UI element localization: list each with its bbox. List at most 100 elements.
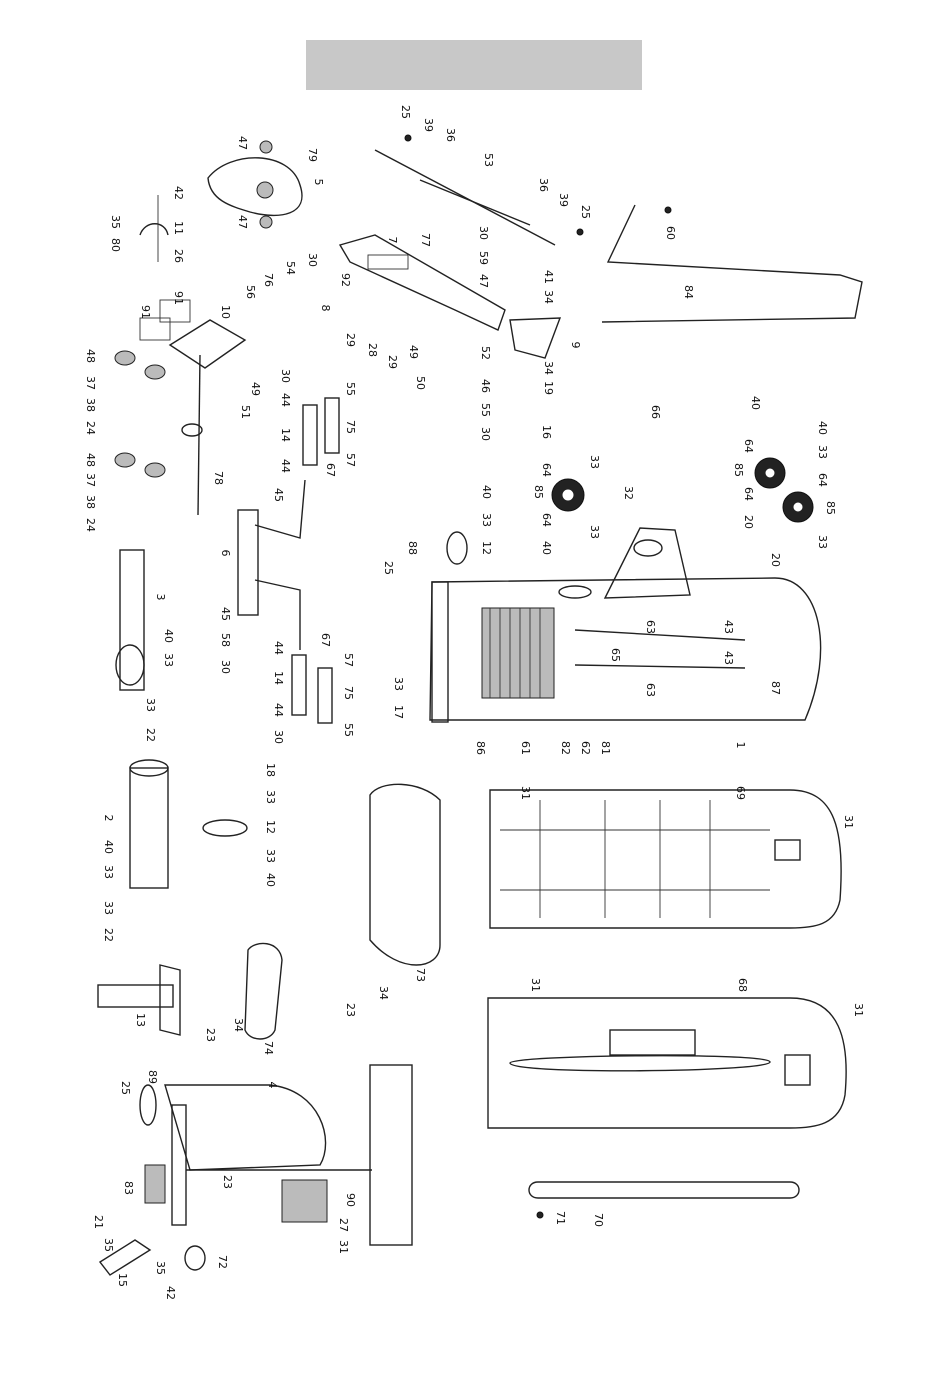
- callout-33: 33: [264, 849, 277, 863]
- callout-31: 31: [842, 815, 855, 829]
- callout-87: 87: [769, 681, 782, 695]
- callout-77: 77: [419, 233, 432, 247]
- callout-8: 8: [319, 305, 332, 312]
- callout-40: 40: [102, 840, 115, 854]
- callout-18: 18: [264, 763, 277, 777]
- back-pad-74: [244, 942, 283, 1040]
- callout-25: 25: [579, 205, 592, 219]
- callout-78: 78: [212, 471, 225, 485]
- callout-27: 27: [337, 1218, 350, 1232]
- callout-42: 42: [172, 186, 185, 200]
- callout-57: 57: [344, 453, 357, 467]
- callout-35: 35: [102, 1238, 115, 1252]
- callout-33: 33: [480, 513, 493, 527]
- callout-45: 45: [219, 607, 232, 621]
- shroud-69: [489, 789, 842, 929]
- callout-75: 75: [344, 420, 357, 434]
- callout-29: 29: [386, 355, 399, 369]
- callout-13: 13: [134, 1013, 147, 1027]
- callout-35: 35: [109, 215, 122, 229]
- callout-24: 24: [84, 518, 97, 532]
- callout-37: 37: [84, 473, 97, 487]
- callout-20: 20: [742, 515, 755, 529]
- pulley-85-c: [782, 491, 814, 523]
- callout-88: 88: [406, 541, 419, 555]
- callout-41: 41: [542, 270, 555, 284]
- callout-12: 12: [264, 820, 277, 834]
- callout-64: 64: [816, 473, 829, 487]
- callout-47: 47: [236, 136, 249, 150]
- callout-74: 74: [262, 1041, 275, 1055]
- callout-55: 55: [342, 723, 355, 737]
- callout-40: 40: [816, 421, 829, 435]
- callout-48: 48: [84, 349, 97, 363]
- callout-23: 23: [221, 1175, 234, 1189]
- cable-84: [601, 204, 863, 323]
- shaft-14-lower: [291, 654, 333, 724]
- callout-34: 34: [232, 1018, 245, 1032]
- callout-30: 30: [279, 369, 292, 383]
- seat-pad-73: [369, 783, 441, 966]
- callout-53: 53: [482, 153, 495, 167]
- callout-67: 67: [319, 633, 332, 647]
- callout-58: 58: [219, 633, 232, 647]
- callout-71: 71: [554, 1211, 567, 1225]
- shaft-14-upper: [302, 397, 340, 466]
- callout-68: 68: [736, 978, 749, 992]
- callout-86: 86: [474, 741, 487, 755]
- callout-49: 49: [407, 345, 420, 359]
- callout-64: 64: [540, 513, 553, 527]
- callout-52: 52: [479, 346, 492, 360]
- callout-36: 36: [537, 178, 550, 192]
- callout-24: 24: [84, 421, 97, 435]
- callout-43: 43: [722, 620, 735, 634]
- callout-3: 3: [154, 594, 167, 601]
- callout-28: 28: [366, 343, 379, 357]
- pulley-85-b: [754, 457, 786, 489]
- callout-31: 31: [529, 978, 542, 992]
- callout-50: 50: [414, 376, 427, 390]
- callout-81: 81: [599, 741, 612, 755]
- grip-83: [144, 1164, 166, 1204]
- callout-14: 14: [272, 671, 285, 685]
- callout-14: 14: [279, 428, 292, 442]
- callout-64: 64: [742, 487, 755, 501]
- callout-15: 15: [116, 1273, 129, 1287]
- callout-22: 22: [102, 928, 115, 942]
- callout-31: 31: [337, 1240, 350, 1254]
- roller-group-48: [114, 350, 166, 478]
- callout-69: 69: [734, 786, 747, 800]
- callout-51: 51: [239, 405, 252, 419]
- callout-67: 67: [324, 463, 337, 477]
- callout-65: 65: [609, 648, 622, 662]
- callout-10: 10: [219, 305, 232, 319]
- arm-6: [237, 479, 306, 650]
- callout-57: 57: [342, 653, 355, 667]
- callout-25: 25: [382, 561, 395, 575]
- callout-25: 25: [399, 105, 412, 119]
- callout-40: 40: [480, 485, 493, 499]
- callout-26: 26: [172, 249, 185, 263]
- callout-46: 46: [479, 379, 492, 393]
- callout-90: 90: [344, 1193, 357, 1207]
- foot-roller-90: [281, 1179, 328, 1223]
- callout-73: 73: [414, 968, 427, 982]
- callout-12: 12: [480, 541, 493, 555]
- callout-20: 20: [769, 553, 782, 567]
- mount-plate-10: [139, 299, 247, 516]
- callout-33: 33: [144, 698, 157, 712]
- callout-61: 61: [519, 741, 532, 755]
- callout-64: 64: [540, 463, 553, 477]
- callout-5: 5: [312, 179, 325, 186]
- callout-55: 55: [479, 403, 492, 417]
- callout-30: 30: [272, 730, 285, 744]
- callout-76: 76: [262, 273, 275, 287]
- callout-63: 63: [644, 620, 657, 634]
- bracket-9: [509, 317, 562, 359]
- callout-40: 40: [162, 629, 175, 643]
- callout-44: 44: [272, 703, 285, 717]
- callout-44: 44: [279, 459, 292, 473]
- rod-53: [374, 134, 584, 246]
- callout-23: 23: [344, 1003, 357, 1017]
- callout-64: 64: [742, 439, 755, 453]
